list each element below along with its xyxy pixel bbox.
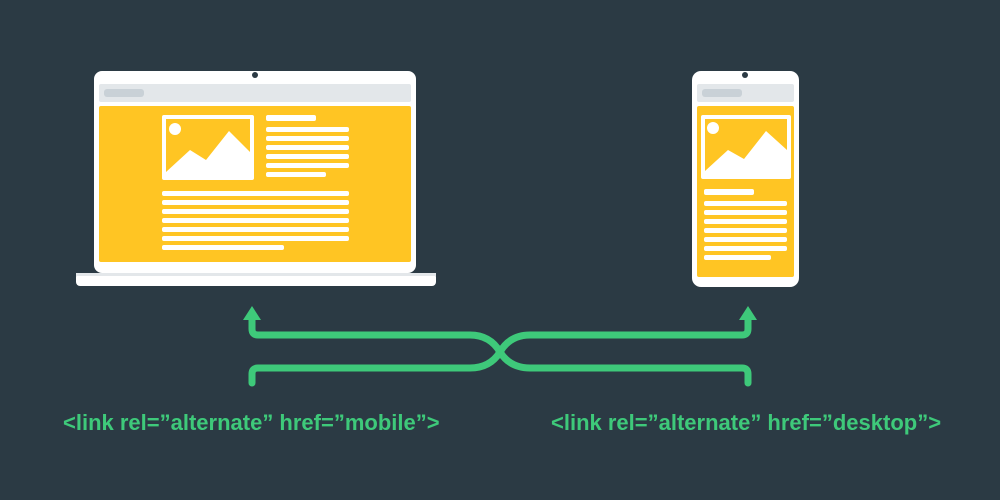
arrow-up-icon <box>739 306 757 320</box>
phone-text <box>704 189 787 260</box>
phone-camera-icon <box>742 72 748 78</box>
laptop-icon <box>76 71 436 286</box>
laptop-side-text <box>266 115 349 177</box>
connector-to-desktop <box>248 314 752 387</box>
arrow-up-icon <box>243 306 261 320</box>
laptop-base <box>76 273 436 286</box>
smartphone-icon <box>692 71 799 287</box>
phone-address-bar <box>702 89 742 97</box>
laptop-address-bar <box>104 89 144 97</box>
laptop-camera-icon <box>252 72 258 78</box>
image-icon <box>162 115 254 180</box>
image-icon <box>701 115 791 179</box>
mobile-alternate-link-label: <link rel=”alternate” href=”mobile”> <box>63 410 440 435</box>
phone-browser-toolbar <box>697 84 794 102</box>
laptop-hinge <box>76 273 436 276</box>
desktop-alternate-link-label: <link rel=”alternate” href=”desktop”> <box>551 410 942 435</box>
crossing-connectors <box>248 314 752 387</box>
laptop-browser-toolbar <box>99 84 411 102</box>
laptop-body-text <box>162 191 349 250</box>
